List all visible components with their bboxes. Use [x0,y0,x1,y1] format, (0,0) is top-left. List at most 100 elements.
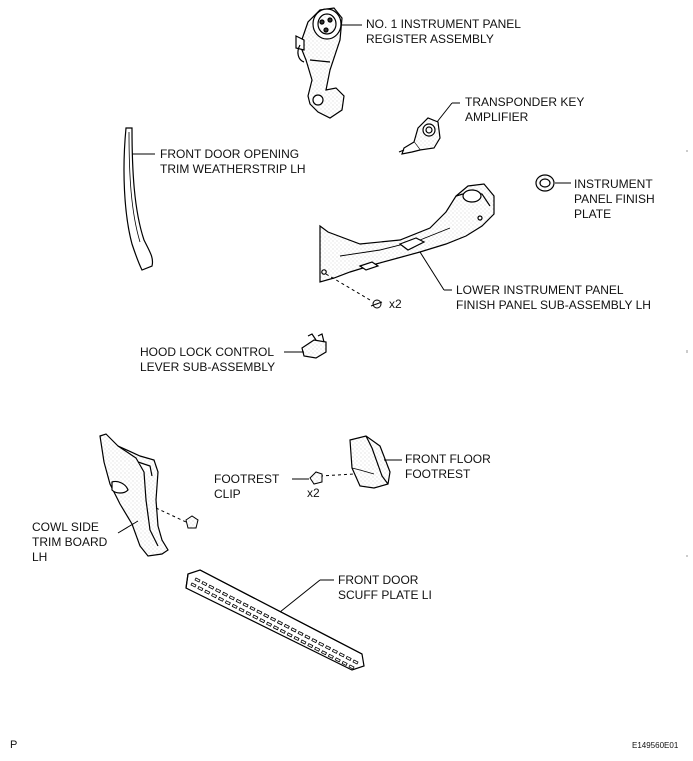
lower-panel-leader [419,251,445,291]
register-assembly [295,7,345,119]
scuff-rib [338,652,345,658]
label-footrest-line2: FOOTREST [405,467,471,481]
scuff-rib [290,627,297,633]
label-cowl-line1: COWL SIDE [32,520,99,534]
scuff-rib [249,605,256,612]
label-transponder: TRANSPONDER KEY AMPLIFIER [465,95,584,125]
lower-panel-part [319,183,495,283]
scuff-rib [341,660,348,666]
cowl-leader [117,520,139,534]
cowl-clip-dash [155,507,187,523]
scuff-rib [304,634,311,640]
scuff-rib [217,596,225,602]
cowl-part [99,433,169,557]
scuff-rib [252,614,259,620]
scuff-rib [345,655,352,661]
scuff-rib [215,588,222,594]
lower-panel-screw [370,299,383,309]
scuff-rib [331,648,338,654]
label-register: NO. 1 INSTRUMENT PANEL REGISTER ASSEMBLY [366,17,521,47]
scuff-rib [276,620,283,626]
finish-plate-part [535,174,555,192]
label-lower-panel: LOWER INSTRUMENT PANEL FINISH PANEL SUB-… [456,283,651,313]
hood-lever-part [301,333,327,359]
weatherstrip-part [123,127,154,271]
footrest-clip-dash [319,473,355,477]
label-transponder-line1: TRANSPONDER KEY [465,95,585,109]
scuff-rib [263,613,270,619]
label-register-line2: REGISTER ASSEMBLY [366,32,494,46]
label-finish-plate: INSTRUMENT PANEL FINISH PLATE [574,177,655,222]
label-footrest-clip-line1: FOOTREST [214,472,280,486]
scuff-rib [314,646,321,652]
scuff-rib [224,600,231,606]
scuff-rib [201,581,208,587]
scuff-rib [327,653,334,659]
scuff-rib [242,602,249,608]
scuff-rib [211,593,218,599]
label-hood-lever-line2: LEVER SUB-ASSEMBLY [140,360,276,374]
label-lower-panel-line2: FINISH PANEL SUB-ASSEMBLY LH [456,298,651,312]
corner-code-right: E149560E01 [632,741,679,750]
label-scuff-line1: FRONT DOOR [338,573,419,587]
label-finish-plate-line3: PLATE [574,207,612,221]
label-weatherstrip: FRONT DOOR OPENING TRIM WEATHERSTRIP LH [160,147,306,177]
transponder-part [398,117,441,155]
scuff-rib [259,618,266,624]
label-register-line1: NO. 1 INSTRUMENT PANEL [366,17,521,31]
label-footrest-clip-line2: CLIP [214,487,241,501]
label-hood-lever-line1: HOOD LOCK CONTROL [140,345,275,359]
scuff-rib [228,595,235,601]
transponder-leader [436,102,453,123]
scuff-rib [320,650,328,656]
label-footrest-clip: FOOTREST CLIP [214,472,279,502]
label-scuff: FRONT DOOR SCUFF PLATE LI [338,573,432,603]
scuff-rib [208,584,215,590]
scuff-rib [334,657,341,663]
scuff-rib [270,616,277,622]
scuff-rib [204,589,211,595]
lower-panel-screw-count: x2 [389,297,402,311]
scuff-plate-ribs [190,577,359,670]
label-cowl: COWL SIDE TRIM BOARD LH [32,520,107,565]
label-footrest: FRONT FLOOR FOOTREST [405,452,491,482]
scuff-rib [311,638,318,644]
scuff-rib [307,643,314,649]
scuff-rib [221,591,229,597]
label-hood-lever: HOOD LOCK CONTROL LEVER SUB-ASSEMBLY [140,345,275,375]
label-lower-panel-line1: LOWER INSTRUMENT PANEL [456,283,624,297]
scuff-rib [286,632,293,638]
scuff-rib [197,586,204,592]
scuff-rib [256,609,263,615]
scuff-rib [283,623,290,629]
scuff-rib [266,621,273,627]
footrest-clip-count: x2 [307,486,320,500]
scuff-rib [293,635,300,642]
scuff-rib [279,628,286,634]
cowl-clip [185,515,199,529]
label-weatherstrip-line1: FRONT DOOR OPENING [160,147,300,161]
label-cowl-line3: LH [32,550,48,564]
scuff-rib [297,630,304,637]
scuff-rib [245,610,252,617]
scuff-rib [235,598,242,604]
scuff-rib [352,659,359,665]
lower-panel-screw-dash [325,273,371,301]
label-transponder-line2: AMPLIFIER [465,110,529,124]
label-footrest-line1: FRONT FLOOR [405,452,491,466]
scuff-rib [231,603,238,609]
scuff-rib [194,577,201,583]
scuff-leader [279,579,321,613]
label-scuff-line2: SCUFF PLATE LI [338,588,432,602]
scuff-rib [190,582,197,588]
scuff-rib [318,641,325,647]
label-cowl-line2: TRIM BOARD [32,535,108,549]
footrest-part [349,435,391,489]
scuff-rib [324,645,332,651]
footrest-clip [309,471,323,485]
scuff-rib [300,639,307,645]
scuff-rib [348,664,355,670]
label-finish-plate-line2: PANEL FINISH [574,192,655,206]
corner-code-left: P [10,739,18,751]
